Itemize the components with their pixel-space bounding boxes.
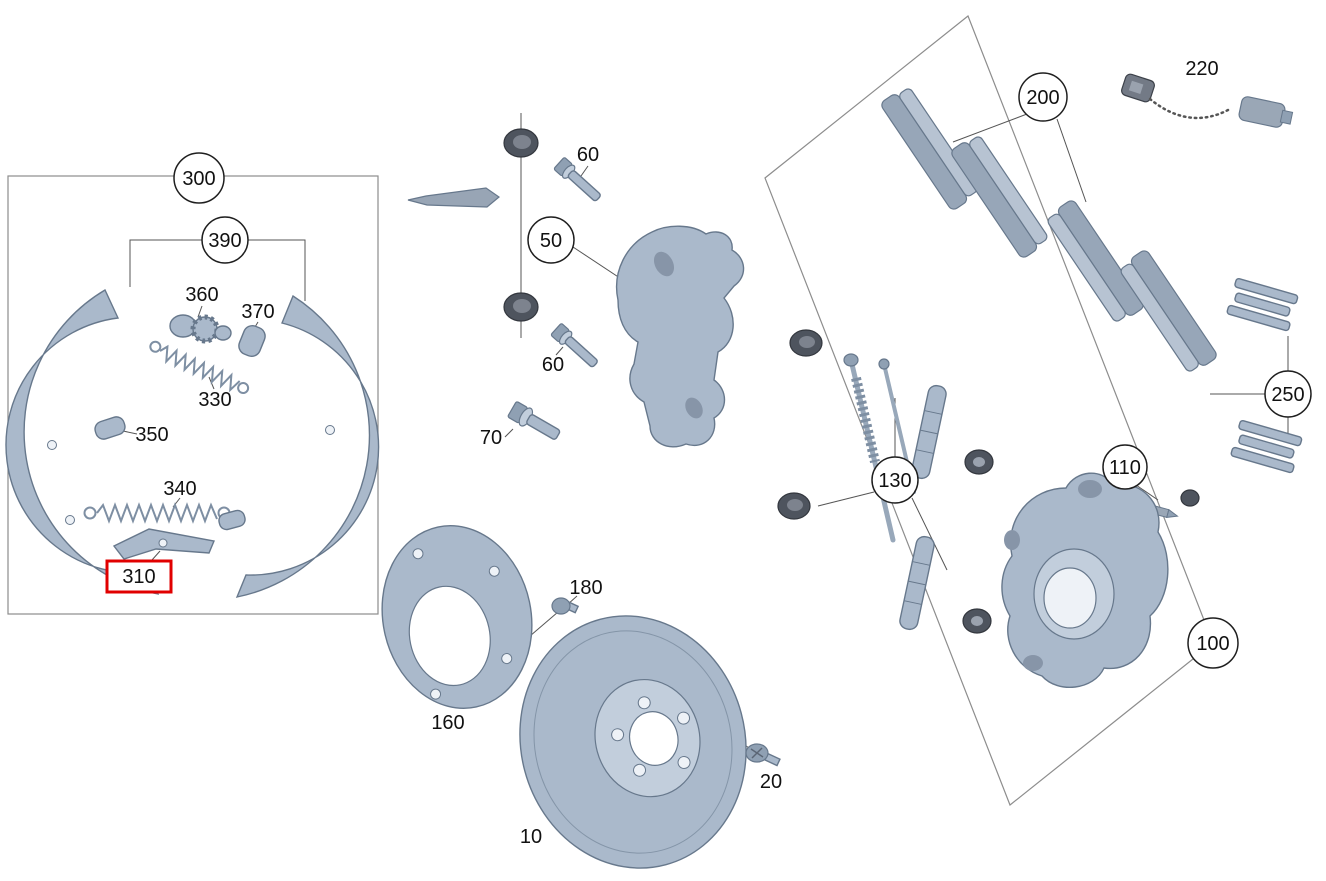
part-grease-applicator <box>407 187 500 208</box>
part-brake-disc <box>519 615 747 869</box>
part-carrier-bolt <box>507 401 561 440</box>
highlight-box <box>105 559 173 594</box>
part-caliper-bracket <box>616 225 745 448</box>
part-adjuster <box>169 314 232 344</box>
part-brake-caliper <box>1001 472 1169 688</box>
callout-360-label[interactable]: 360 <box>185 284 218 306</box>
part-brake-pad-3 <box>1047 200 1144 322</box>
part-guide-pin-kit <box>777 329 994 634</box>
callout-300-label[interactable]: 300 <box>182 168 215 190</box>
part-brake-shoe-right <box>235 294 380 598</box>
callout-390[interactable]: 390 <box>201 216 249 264</box>
callout-110[interactable]: 110 <box>1102 444 1148 490</box>
callout-60-bottom-label[interactable]: 60 <box>542 354 564 376</box>
part-brake-pad-2 <box>951 136 1048 258</box>
part-guide-bolt-bottom <box>550 323 598 368</box>
part-dust-shield <box>381 525 533 709</box>
part-return-spring-lower <box>83 502 231 524</box>
callout-340-label[interactable]: 340 <box>163 478 196 500</box>
callout-310-highlighted[interactable]: 310 <box>105 559 173 594</box>
callout-300[interactable]: 300 <box>173 152 225 204</box>
callout-60-top-label[interactable]: 60 <box>577 144 599 166</box>
caliper-group-frame <box>764 15 1214 806</box>
callout-160-label[interactable]: 160 <box>431 712 464 734</box>
callout-50-label[interactable]: 50 <box>540 230 562 252</box>
part-guide-pin-cap-bottom <box>503 292 539 322</box>
callout-370-label[interactable]: 370 <box>241 301 274 323</box>
callout-10-label[interactable]: 10 <box>520 826 542 848</box>
part-adjuster-sleeve <box>238 324 266 358</box>
part-guide-bolt-top <box>553 157 601 202</box>
part-disc-screw <box>745 743 781 767</box>
callout-50[interactable]: 50 <box>527 216 575 264</box>
callout-200-label[interactable]: 200 <box>1026 87 1059 109</box>
part-expander-lever <box>112 528 215 560</box>
part-brake-pad-1 <box>881 88 978 210</box>
callout-250[interactable]: 250 <box>1264 370 1312 418</box>
callout-130-label[interactable]: 130 <box>878 470 911 492</box>
callout-390-label[interactable]: 390 <box>208 230 241 252</box>
part-spring-sleeve <box>94 416 126 440</box>
callout-310-label[interactable]: 310 <box>122 566 155 588</box>
callout-250-label[interactable]: 250 <box>1271 384 1304 406</box>
part-return-spring-upper <box>149 340 250 395</box>
callout-180-label[interactable]: 180 <box>569 577 602 599</box>
callout-200[interactable]: 200 <box>1018 72 1068 122</box>
callout-70-label[interactable]: 70 <box>480 427 502 449</box>
callout-100-label[interactable]: 100 <box>1196 633 1229 655</box>
part-shield-screw <box>551 597 580 615</box>
callout-330-label[interactable]: 330 <box>198 389 231 411</box>
part-brake-pad-4 <box>1120 250 1217 372</box>
callout-130[interactable]: 130 <box>871 456 919 504</box>
part-wear-sensor <box>1121 73 1294 128</box>
part-pad-clip-lower <box>1230 419 1303 474</box>
part-pad-clip-upper <box>1226 277 1299 332</box>
part-guide-pin-cap-top <box>503 128 539 158</box>
part-spring-sleeve-2 <box>218 509 246 531</box>
callout-220-label[interactable]: 220 <box>1185 58 1218 80</box>
callout-110-label[interactable]: 110 <box>1109 457 1141 479</box>
callout-20-label[interactable]: 20 <box>760 771 782 793</box>
callout-100[interactable]: 100 <box>1187 617 1239 669</box>
callout-350-label[interactable]: 350 <box>135 424 168 446</box>
